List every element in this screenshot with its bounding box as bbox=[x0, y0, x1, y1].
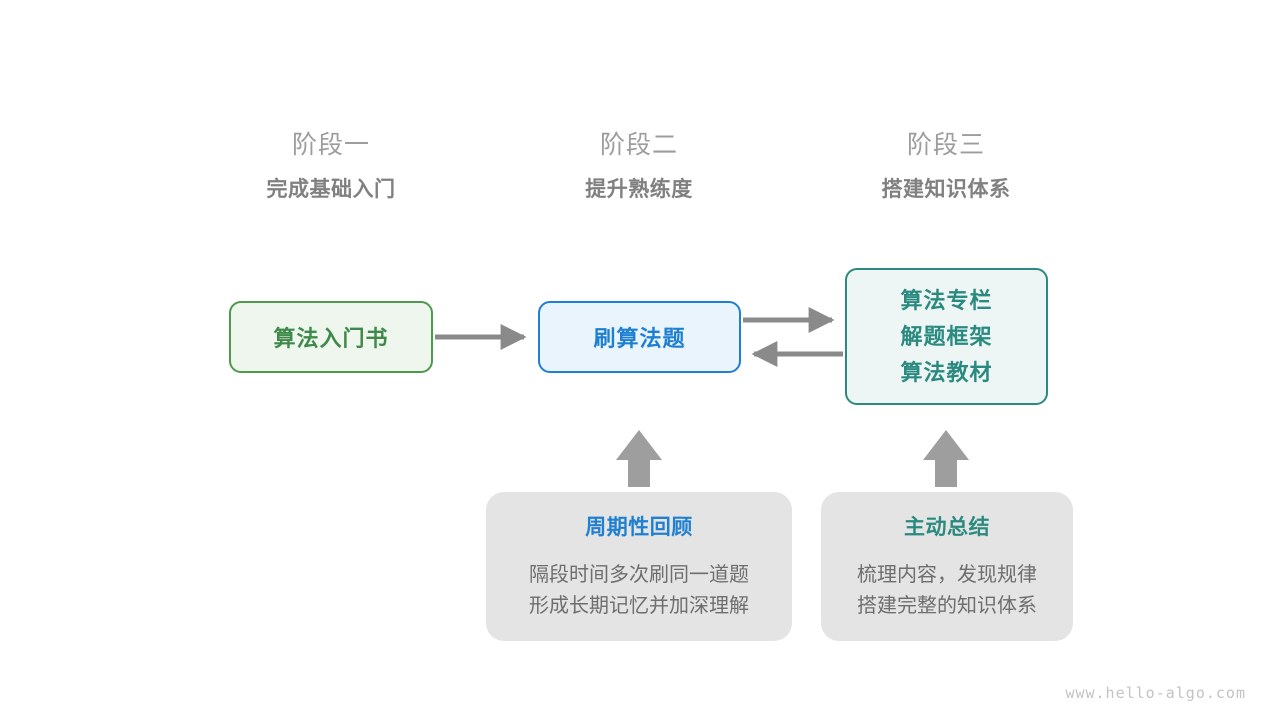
note-card-periodic-review: 周期性回顾 隔段时间多次刷同一道题 形成长期记忆并加深理解 bbox=[486, 492, 792, 641]
note-review-body-line-2: 形成长期记忆并加深理解 bbox=[529, 595, 749, 617]
stage-3-subtitle: 搭建知识体系 bbox=[881, 178, 1011, 201]
note-review-body-line-1: 隔段时间多次刷同一道题 bbox=[529, 564, 749, 586]
note-review-title: 周期性回顾 bbox=[585, 516, 693, 539]
stage-2-label: 阶段二 bbox=[599, 131, 678, 159]
watermark: www.hello-algo.com bbox=[1065, 684, 1246, 702]
node-practice-problems: 刷算法题 bbox=[538, 301, 741, 373]
stage-1-label: 阶段一 bbox=[291, 131, 370, 159]
stage-header-1: 阶段一 完成基础入门 bbox=[211, 128, 451, 205]
node-book-label: 算法入门书 bbox=[273, 326, 389, 351]
note-review-body: 隔段时间多次刷同一道题 形成长期记忆并加深理解 bbox=[529, 560, 749, 622]
stage-2-subtitle: 提升熟练度 bbox=[585, 178, 693, 201]
note-summary-body-line-1: 梳理内容，发现规律 bbox=[857, 564, 1037, 586]
note-summary-body: 梳理内容，发现规律 搭建完整的知识体系 bbox=[857, 560, 1037, 622]
stage-header-2: 阶段二 提升熟练度 bbox=[519, 128, 759, 205]
note-summary-title: 主动总结 bbox=[904, 516, 990, 539]
stage-1-subtitle: 完成基础入门 bbox=[266, 178, 396, 201]
node-algorithm-intro-book: 算法入门书 bbox=[229, 301, 433, 373]
node-system-line-2: 解题框架 bbox=[900, 323, 993, 349]
stage-3-label: 阶段三 bbox=[906, 131, 985, 159]
connector-summary-to-system bbox=[923, 430, 969, 487]
node-system-line-3: 算法教材 bbox=[900, 359, 993, 385]
stage-header-3: 阶段三 搭建知识体系 bbox=[826, 128, 1066, 205]
note-card-active-summary: 主动总结 梳理内容，发现规律 搭建完整的知识体系 bbox=[821, 492, 1073, 641]
node-knowledge-system: 算法专栏 解题框架 算法教材 bbox=[845, 268, 1048, 405]
connector-review-to-practice bbox=[616, 430, 662, 487]
node-practice-label: 刷算法题 bbox=[593, 326, 686, 351]
node-system-line-1: 算法专栏 bbox=[900, 287, 993, 313]
note-summary-body-line-2: 搭建完整的知识体系 bbox=[857, 595, 1037, 617]
